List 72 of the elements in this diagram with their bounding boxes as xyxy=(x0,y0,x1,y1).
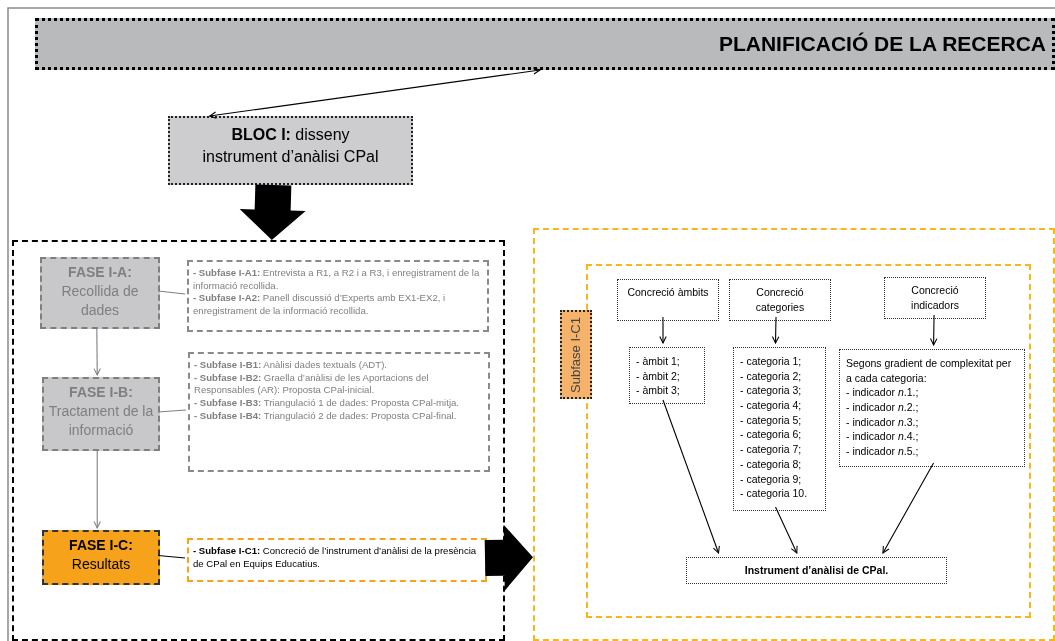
step-box xyxy=(617,279,719,321)
box-text: - indicador n.2.; xyxy=(846,400,920,415)
arrow xyxy=(774,506,798,554)
box-text: - àmbit 1; xyxy=(636,354,681,369)
result-box xyxy=(686,557,947,584)
box-text: Segons gradient de complexitat per a cada categoria: xyxy=(846,356,1013,386)
phase-box xyxy=(42,530,160,585)
dashed-frame xyxy=(533,228,1055,641)
box-text: - categoria 4; xyxy=(740,398,803,413)
arrow xyxy=(93,326,101,376)
box-text: - Subfase I-A1: Entrevista a R1, a R2 i a R3, i enregistrament de la informació recollida. xyxy=(193,267,481,293)
box-text: - categoria 8; xyxy=(740,456,803,472)
box-text: BLOC I: disseny instrument d’anàlisi CPal xyxy=(201,125,380,168)
box-text: - àmbit 3; xyxy=(636,383,681,399)
box-text: - categoria 10. xyxy=(740,486,809,501)
box-text: - Subfase I-C1: Concreció de l’instrument d’anàlisi de la presència de CPal en Equips Educatius. xyxy=(193,545,478,571)
phase-box xyxy=(40,257,160,329)
arrow xyxy=(662,399,720,554)
box-text: - Subfase I-A2: Panell discussió d’Experts amb EX1-EX2, i enregistrament de la informació recollida. xyxy=(193,292,447,318)
box-text: Tractament de la informació xyxy=(47,401,155,440)
vertical-tab xyxy=(560,310,592,399)
box-text: Recollida de dades xyxy=(60,281,140,320)
step-box xyxy=(729,279,831,321)
connector-line xyxy=(157,554,186,559)
box-text: - indicador n.3.; xyxy=(846,414,920,430)
box-text: Resultats xyxy=(70,554,132,574)
connector-line xyxy=(157,290,186,295)
box-text: - categoria 1; xyxy=(740,354,803,369)
title-text: PLANIFICACIÓ DE LA RECERCA xyxy=(718,32,1046,56)
box-text: - categoria 2; xyxy=(740,368,803,384)
arrow xyxy=(659,316,667,344)
block-arrow xyxy=(239,184,306,240)
subphase-box xyxy=(188,352,490,472)
box-text: - Subfase I-B1: Anàlisi dades textuals (ADT). xyxy=(194,359,388,372)
tab-label: Subfase I-C1 xyxy=(568,316,584,393)
box-text: - categoria 6; xyxy=(740,427,803,443)
box-text: Concreció categories xyxy=(754,285,806,316)
arrow xyxy=(771,316,780,344)
phase-box xyxy=(42,377,160,451)
box-text: Instrument d’anàlisi de CPal. xyxy=(743,564,890,577)
box-text: - categoria 5; xyxy=(740,412,803,428)
phase-heading: FASE I-B: xyxy=(68,383,134,402)
block-arrow xyxy=(484,524,533,591)
title-banner xyxy=(35,18,1055,70)
box-text: - Subfase I-B4: Triangulació 2 de dades: Proposta CPal-final. xyxy=(194,409,458,423)
block-box xyxy=(168,116,413,185)
phase-heading: FASE I-A: xyxy=(67,263,133,282)
list-box xyxy=(839,349,1025,467)
arrow xyxy=(882,462,935,554)
list-box xyxy=(629,347,705,404)
box-text: Concreció àmbits xyxy=(626,285,710,300)
arrow xyxy=(209,67,541,119)
arrow xyxy=(93,448,101,529)
box-text: - categoria 3; xyxy=(740,383,803,399)
box-text: - categoria 7; xyxy=(740,442,803,457)
dashed-frame xyxy=(12,240,505,641)
subphase-box xyxy=(187,538,487,582)
list-box xyxy=(733,347,826,511)
arrow xyxy=(929,314,938,346)
box-text: - Subfase I-B3: Triangulació 1 de dades: Proposta CPal-mitja. xyxy=(194,396,460,410)
step-box xyxy=(884,277,986,319)
connector-line xyxy=(157,409,187,413)
box-text: Concreció indicadors xyxy=(910,283,960,314)
box-text: - àmbit 2; xyxy=(636,368,681,384)
dashed-frame xyxy=(586,264,1031,618)
box-text: - Subfase I-B2: Graella d’anàlisi de les Aportacions del Responsables (AR): Proposta CPal-inicial. xyxy=(194,371,430,397)
phase-heading: FASE I-C: xyxy=(68,536,134,555)
box-text: - indicador n.5.; xyxy=(846,444,920,459)
box-text: - indicador n.4.; xyxy=(846,429,920,445)
box-text: - indicador n.1.; xyxy=(846,385,920,401)
box-text: - categoria 9; xyxy=(740,471,803,487)
subphase-box xyxy=(187,260,489,332)
